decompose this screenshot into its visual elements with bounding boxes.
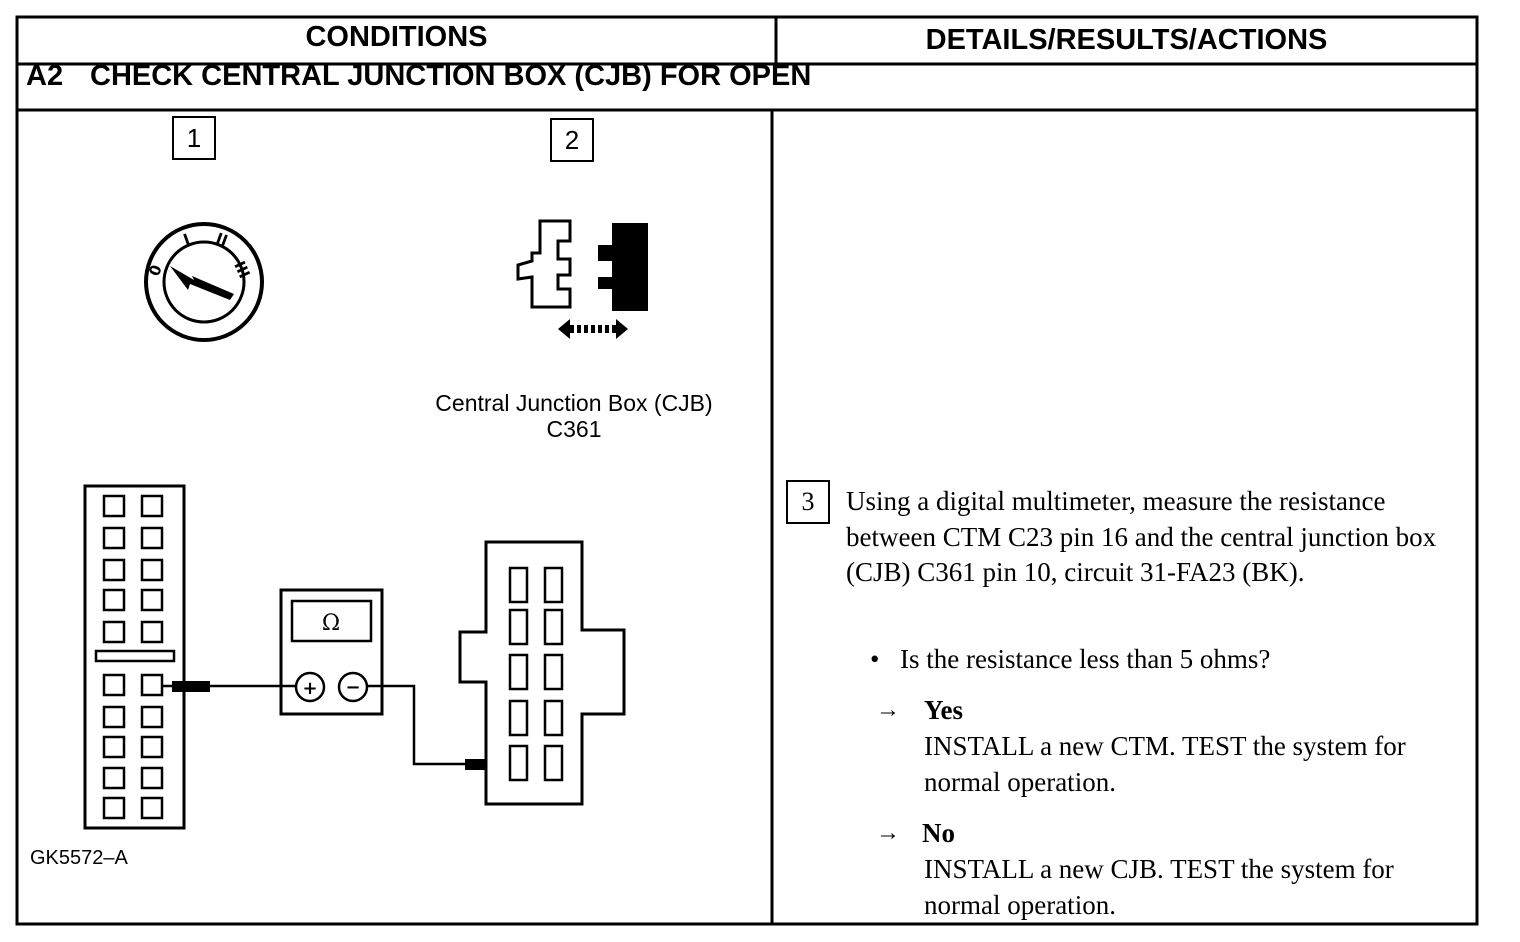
ctm-connector <box>83 484 186 830</box>
section-title: A2 CHECK CENTRAL JUNCTION BOX (CJB) FOR O… <box>26 60 811 93</box>
step-2-box: 2 <box>550 118 594 162</box>
section-heading: CHECK CENTRAL JUNCTION BOX (CJB) FOR OPE… <box>90 60 812 92</box>
question-text: Is the resistance less than 5 ohms? <box>900 644 1271 674</box>
yes-arrow-icon: → <box>876 697 900 723</box>
connector-disconnect-icon <box>516 219 648 339</box>
measurement-diagram: Ω + − <box>83 484 626 830</box>
positive-probe <box>172 681 210 692</box>
ign-pos-1: I <box>181 230 192 249</box>
ohm-symbol: Ω <box>322 611 340 636</box>
yes-label: Yes <box>924 695 963 725</box>
ign-pos-3: III <box>230 258 253 281</box>
meter-plus: + <box>302 678 317 699</box>
no-arrow-icon: → <box>876 820 900 846</box>
step-3-instruction: Using a digital multimeter, measure the … <box>846 486 1437 587</box>
ignition-switch-icon: 0 I II III <box>144 222 264 342</box>
cjb-connector <box>458 540 626 806</box>
section-id: A2 <box>26 60 64 92</box>
figure-id: GK5572–A <box>30 847 128 869</box>
bullet-glyph: • <box>870 644 880 674</box>
step-1-box: 1 <box>172 116 216 160</box>
cjb-caption-line1: Central Junction Box (CJB) <box>435 390 713 416</box>
conditions-header: CONDITIONS <box>305 21 488 53</box>
no-label: No <box>922 818 955 848</box>
yes-action: INSTALL a new CTM. TEST the system for n… <box>924 731 1406 797</box>
cjb-caption: Central Junction Box (CJB) C361 <box>404 390 744 442</box>
step-3-box: 3 <box>786 480 830 524</box>
digital-multimeter: Ω + − <box>279 588 384 716</box>
cjb-caption-line2: C361 <box>546 416 602 442</box>
resistance-question: • Is the resistance less than 5 ohms? <box>870 641 1270 677</box>
details-header: DETAILS/RESULTS/ACTIONS <box>925 24 1328 56</box>
no-action: INSTALL a new CJB. TEST the system for n… <box>924 854 1394 920</box>
meter-minus: − <box>345 677 360 698</box>
